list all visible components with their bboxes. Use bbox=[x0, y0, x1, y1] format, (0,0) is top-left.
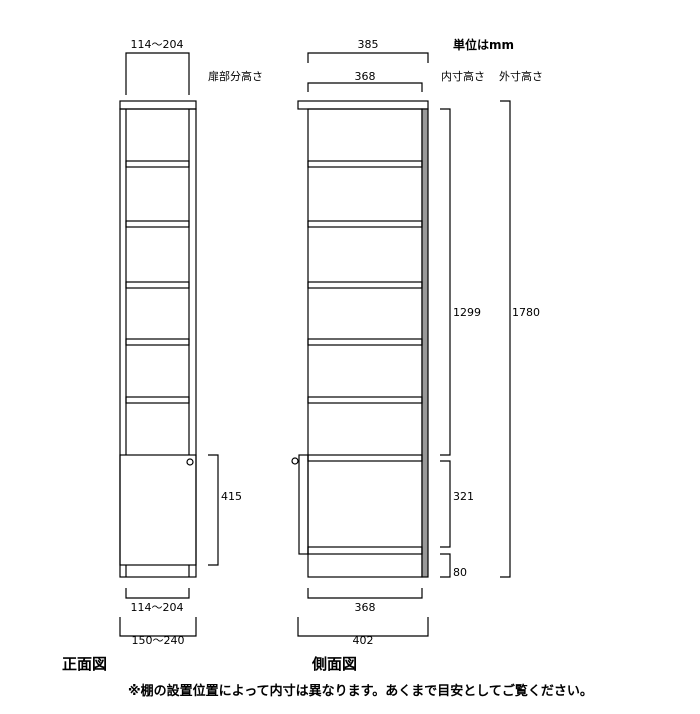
unit-label: 単位はmm bbox=[453, 38, 515, 52]
door-knob bbox=[186, 458, 194, 466]
front-top-width: 114～204 bbox=[130, 38, 184, 51]
outer-height: 1780 bbox=[512, 306, 540, 319]
front-dimensions bbox=[119, 52, 219, 637]
inner-height-label: 内寸高さ bbox=[441, 70, 485, 83]
front-view-title: 正面図 bbox=[62, 655, 108, 673]
side-view-cabinet bbox=[291, 100, 429, 578]
side-inner-depth-bottom: 368 bbox=[354, 601, 376, 614]
side-door bbox=[298, 454, 309, 555]
outer-height-label: 外寸高さ bbox=[499, 70, 543, 83]
base-height: 80 bbox=[453, 566, 467, 579]
inner-height-upper: 1299 bbox=[453, 306, 481, 319]
side-view-title: 側面図 bbox=[312, 655, 358, 673]
door-knob-side bbox=[291, 457, 299, 465]
front-door bbox=[119, 454, 197, 566]
side-outer-depth-bottom: 402 bbox=[352, 634, 374, 647]
note: ※棚の設置位置によって内寸は異なります。あくまで目安としてご覧ください。 bbox=[128, 684, 593, 699]
front-view-cabinet bbox=[119, 100, 197, 578]
door-height-label: 扉部分高さ bbox=[208, 70, 263, 83]
front-shelves bbox=[125, 160, 190, 404]
side-dimensions bbox=[297, 52, 511, 637]
back-panel bbox=[421, 108, 429, 578]
side-shelves bbox=[307, 160, 423, 555]
front-outer-width: 150～240 bbox=[131, 634, 185, 647]
front-inner-width: 114～204 bbox=[130, 601, 184, 614]
side-inner-depth-top: 368 bbox=[354, 70, 376, 83]
side-outer-depth-top: 385 bbox=[357, 38, 379, 51]
inner-height-lower: 321 bbox=[453, 490, 474, 503]
door-height: 415 bbox=[221, 490, 242, 503]
